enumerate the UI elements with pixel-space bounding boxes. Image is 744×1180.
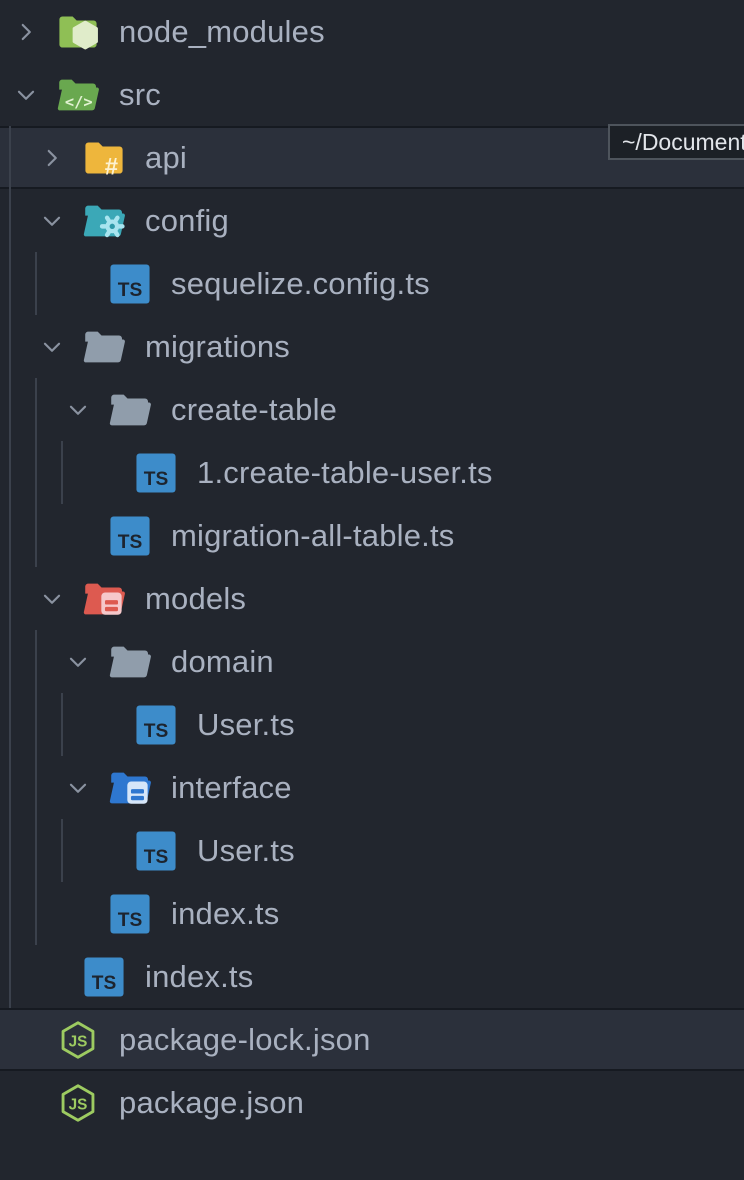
file-name: sequelize.config.ts bbox=[171, 266, 430, 301]
tree-item-interface[interactable]: interface bbox=[0, 756, 744, 819]
tree-item-package-lock-json[interactable]: JS package-lock.json bbox=[0, 1008, 744, 1071]
folder-name: models bbox=[145, 581, 247, 616]
svg-text:TS: TS bbox=[144, 846, 169, 867]
file-name: migration-all-table.ts bbox=[171, 518, 455, 553]
file-node-icon: JS bbox=[55, 1080, 101, 1126]
tree-item-user-ts[interactable]: TS User.ts bbox=[0, 819, 744, 882]
file-node-icon: JS bbox=[55, 1017, 101, 1063]
chevron-down-icon[interactable] bbox=[39, 586, 81, 612]
file-name: index.ts bbox=[145, 959, 254, 994]
tree-item-index-ts[interactable]: TS index.ts bbox=[0, 882, 744, 945]
tree-item-sequelize-config-ts[interactable]: TS sequelize.config.ts bbox=[0, 252, 744, 315]
folder-src-icon: </> bbox=[55, 72, 101, 118]
svg-text:TS: TS bbox=[144, 468, 169, 489]
folder-name: config bbox=[145, 203, 229, 238]
folder-name: migrations bbox=[145, 329, 290, 364]
file-ts-icon: TS bbox=[133, 450, 179, 496]
svg-text:JS: JS bbox=[69, 1096, 88, 1113]
svg-text:#: # bbox=[105, 153, 118, 180]
chevron-down-icon[interactable] bbox=[39, 208, 81, 234]
tree-item-migrations[interactable]: migrations bbox=[0, 315, 744, 378]
folder-gray-icon bbox=[81, 324, 127, 370]
chevron-right-icon[interactable] bbox=[39, 145, 81, 171]
file-ts-icon: TS bbox=[107, 261, 153, 307]
folder-gray-icon bbox=[107, 387, 153, 433]
file-ts-icon: TS bbox=[107, 891, 153, 937]
folder-name: create-table bbox=[171, 392, 338, 427]
tree-item-domain[interactable]: domain bbox=[0, 630, 744, 693]
folder-name: api bbox=[145, 140, 187, 175]
folder-name: interface bbox=[171, 770, 292, 805]
file-name: User.ts bbox=[197, 707, 295, 742]
chevron-down-icon[interactable] bbox=[65, 649, 107, 675]
svg-text:</>: </> bbox=[65, 93, 93, 111]
chevron-down-icon[interactable] bbox=[65, 397, 107, 423]
file-ts-icon: TS bbox=[133, 828, 179, 874]
svg-text:TS: TS bbox=[92, 972, 117, 993]
svg-text:TS: TS bbox=[118, 909, 143, 930]
folder-name: node_modules bbox=[119, 14, 325, 49]
tree-item-package-json[interactable]: JS package.json bbox=[0, 1071, 744, 1134]
folder-config-icon bbox=[81, 198, 127, 244]
file-name: User.ts bbox=[197, 833, 295, 868]
file-ts-icon: TS bbox=[81, 954, 127, 1000]
folder-models-icon bbox=[81, 576, 127, 622]
file-ts-icon: TS bbox=[107, 513, 153, 559]
chevron-down-icon[interactable] bbox=[39, 334, 81, 360]
svg-text:TS: TS bbox=[144, 720, 169, 741]
chevron-down-icon[interactable] bbox=[13, 82, 55, 108]
folder-name: src bbox=[119, 77, 161, 112]
path-tooltip: ~/Document bbox=[608, 124, 744, 160]
folder-node-modules-icon bbox=[55, 9, 101, 55]
svg-text:JS: JS bbox=[69, 1033, 88, 1050]
file-name: index.ts bbox=[171, 896, 280, 931]
tree-item-migration-all-table-ts[interactable]: TS migration-all-table.ts bbox=[0, 504, 744, 567]
file-name: 1.create-table-user.ts bbox=[197, 455, 493, 490]
tree-item-config[interactable]: config bbox=[0, 189, 744, 252]
chevron-right-icon[interactable] bbox=[13, 19, 55, 45]
folder-api-icon: # bbox=[81, 135, 127, 181]
tree-item-src[interactable]: </> src bbox=[0, 63, 744, 126]
folder-interface-icon bbox=[107, 765, 153, 811]
svg-text:TS: TS bbox=[118, 531, 143, 552]
file-name: package.json bbox=[119, 1085, 305, 1120]
tree-item-node-modules[interactable]: node_modules bbox=[0, 0, 744, 63]
file-ts-icon: TS bbox=[133, 702, 179, 748]
file-name: package-lock.json bbox=[119, 1022, 371, 1057]
tree-item-user-ts[interactable]: TS User.ts bbox=[0, 693, 744, 756]
tree-item-1-create-table-user-ts[interactable]: TS 1.create-table-user.ts bbox=[0, 441, 744, 504]
chevron-down-icon[interactable] bbox=[65, 775, 107, 801]
folder-name: domain bbox=[171, 644, 274, 679]
tree-item-models[interactable]: models bbox=[0, 567, 744, 630]
folder-gray-icon bbox=[107, 639, 153, 685]
svg-text:TS: TS bbox=[118, 279, 143, 300]
tree-item-index-ts[interactable]: TS index.ts bbox=[0, 945, 744, 1008]
tree-item-create-table[interactable]: create-table bbox=[0, 378, 744, 441]
